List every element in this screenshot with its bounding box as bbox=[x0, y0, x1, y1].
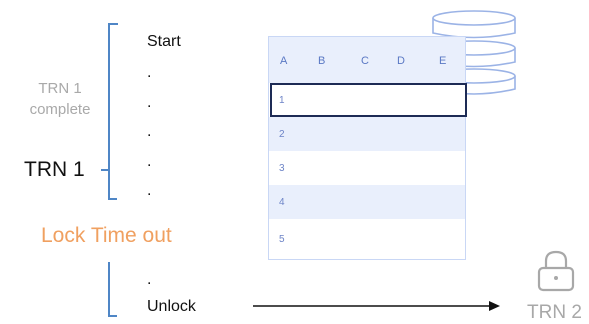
column-header: E bbox=[439, 55, 447, 67]
table-row[interactable]: 1 bbox=[269, 83, 465, 117]
lock-icon bbox=[537, 250, 575, 292]
upper-bracket bbox=[108, 23, 118, 200]
step-dot: . bbox=[147, 271, 152, 288]
step-dot: . bbox=[147, 182, 152, 199]
step-dot: . bbox=[147, 153, 152, 170]
unlock-arrow bbox=[253, 301, 500, 311]
column-header: B bbox=[318, 55, 326, 67]
data-table: A B C D E 1 2 3 4 5 bbox=[268, 36, 467, 260]
column-header: A bbox=[280, 55, 288, 67]
lock-timeout-label: Lock Time out bbox=[41, 224, 172, 247]
step-dot: . bbox=[147, 94, 152, 111]
row-number: 3 bbox=[279, 163, 285, 174]
trn1-label: TRN 1 bbox=[24, 158, 85, 181]
column-header: D bbox=[397, 55, 405, 67]
table-row[interactable]: 2 bbox=[269, 117, 465, 151]
step-dot: . bbox=[147, 64, 152, 81]
trn2-label: TRN 2 bbox=[527, 302, 582, 323]
row-number: 5 bbox=[279, 234, 285, 245]
step-unlock: Unlock bbox=[147, 298, 196, 315]
table-row[interactable]: 3 bbox=[269, 151, 465, 185]
column-header: C bbox=[361, 55, 369, 67]
table-row[interactable]: 4 bbox=[269, 185, 465, 219]
row-number: 1 bbox=[279, 95, 285, 106]
table-header-row: A B C D E bbox=[269, 37, 465, 83]
trn1-complete-label: TRN 1 complete bbox=[29, 80, 91, 118]
lower-bracket bbox=[108, 262, 117, 317]
table-row[interactable]: 5 bbox=[269, 219, 465, 259]
step-start: Start bbox=[147, 33, 181, 50]
step-dot: . bbox=[147, 123, 152, 140]
row-number: 4 bbox=[279, 197, 285, 208]
row-number: 2 bbox=[279, 129, 285, 140]
locked-row-highlight bbox=[270, 83, 467, 117]
